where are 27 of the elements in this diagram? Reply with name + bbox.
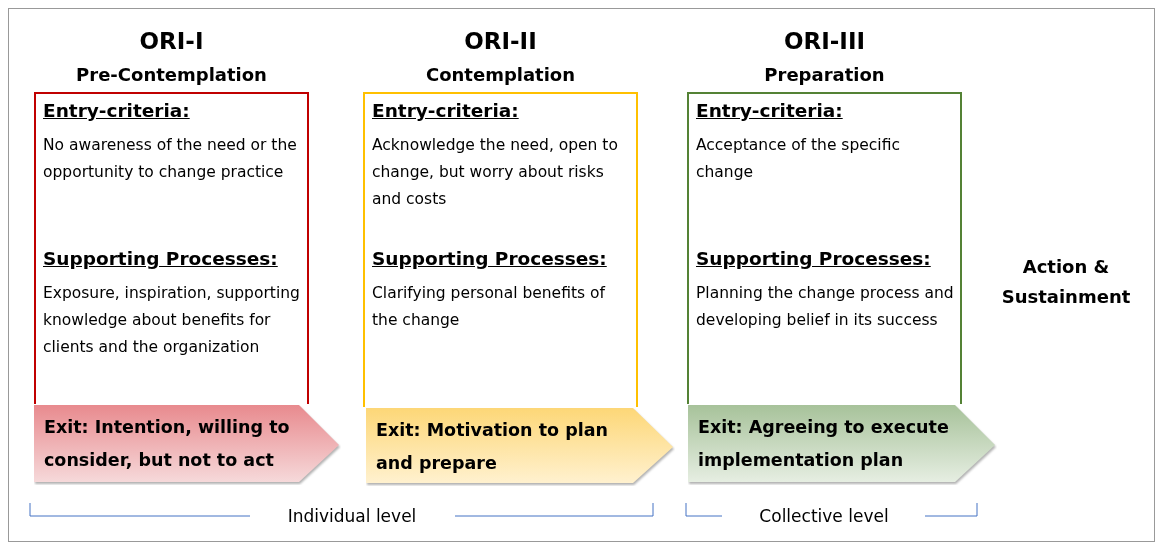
criteria-text: Acknowledge the need, open to change, but worry about risks and costs (372, 135, 619, 210)
criteria-text: Acceptance of the specific change (696, 135, 901, 183)
stage-label: Action & Sustainment (1000, 255, 1132, 309)
exit-banner (366, 408, 675, 486)
process-text: Planning the change process and developing belief in its success (696, 283, 955, 331)
criteria-text: No awareness of the need or the opportunity to change practice (43, 135, 298, 183)
exit-banner (688, 405, 997, 485)
process-text: Clarifying personal benefits of the change (372, 283, 607, 331)
stage-subtitle: Pre-Contemplation (75, 64, 268, 85)
process-text: Exposure, inspiration, supporting knowledge about benefits for clients and the organization (43, 283, 301, 358)
stage-title: ORI-I (138, 28, 205, 54)
stage-subtitle: Contemplation (424, 64, 577, 85)
exit-text: Exit: Motivation to plan and prepare (376, 419, 609, 475)
exit-text: Exit: Intention, willing to consider, but not to act (44, 416, 291, 472)
level-label: Individual level (287, 506, 417, 526)
level-label: Collective level (759, 506, 889, 526)
section-heading: Entry-criteria: (696, 100, 843, 121)
section-heading: Supporting Processes: (372, 248, 607, 269)
exit-banner (34, 405, 341, 485)
section-heading: Supporting Processes: (43, 248, 278, 269)
stage-title: ORI-III (782, 28, 866, 54)
section-heading: Entry-criteria: (372, 100, 519, 121)
section-heading: Entry-criteria: (43, 100, 190, 121)
section-heading: Supporting Processes: (696, 248, 931, 269)
stage-title: ORI-II (463, 28, 538, 54)
exit-text: Exit: Agreeing to execute implementation plan (698, 416, 950, 472)
stage-subtitle: Preparation (763, 64, 886, 85)
